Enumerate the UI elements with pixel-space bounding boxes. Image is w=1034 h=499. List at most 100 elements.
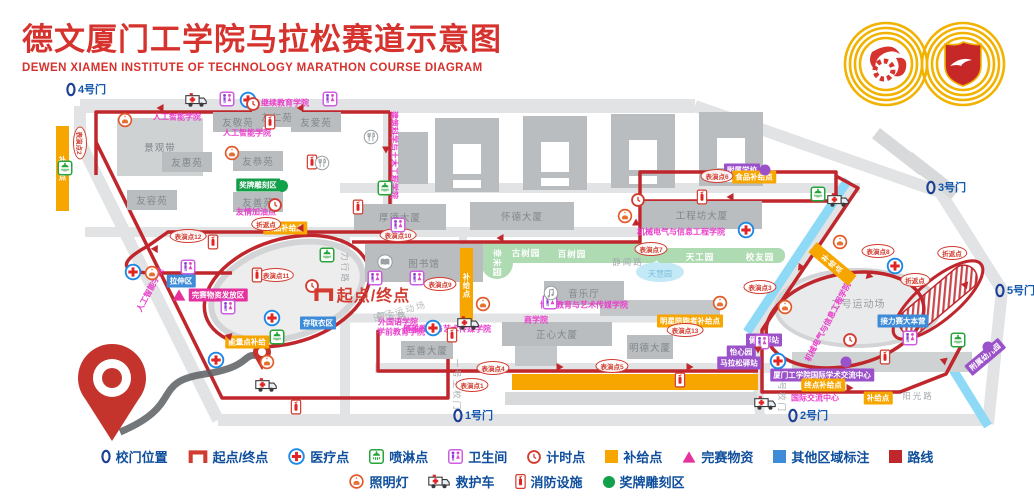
ambulance-icon <box>754 396 776 411</box>
lamp-icon <box>712 295 728 311</box>
shower-icon <box>269 329 285 345</box>
route-arrow <box>296 104 304 112</box>
building-label: 友恭苑 <box>233 151 283 171</box>
medical-icon <box>263 309 281 327</box>
fire-icon <box>352 199 364 215</box>
shower-icon <box>369 449 385 464</box>
zone-label-pink: 完赛物资发放区 <box>188 288 248 302</box>
zone-label-purple: 厦门工学院国际学术交流中心 <box>770 368 874 382</box>
course-point-oval: 折返点 <box>937 246 967 260</box>
legend-item-supply: 补给点 <box>605 447 662 466</box>
legend-item-timing: 计时点 <box>527 447 585 466</box>
zone-label-orange: 补给点 <box>863 391 893 405</box>
toilet-icon <box>180 259 196 275</box>
toilet-icon <box>390 217 406 233</box>
medical-icon <box>424 319 442 337</box>
zone-label-blue: 拉伸区 <box>166 274 196 288</box>
building-label: 至善大厦 <box>401 341 453 359</box>
course-point-oval: 表演点11 <box>257 268 295 282</box>
gate-marker: 5号门 <box>995 282 1034 298</box>
medical-icon <box>886 257 904 275</box>
route-arrow <box>754 346 762 354</box>
gate-marker: 4号门 <box>66 81 106 97</box>
legend-item-fire: 消防设施 <box>514 472 583 491</box>
park-label: 校友园 <box>745 252 775 262</box>
route-arrow <box>156 104 164 112</box>
location-pin-decoration <box>78 343 271 441</box>
road-label: 静闻路 <box>612 257 644 267</box>
fire-icon <box>306 154 318 170</box>
fire-icon <box>674 372 686 388</box>
course-point-oval: 表演点7 <box>634 242 668 256</box>
legend-item-finishtri: 完赛物资 <box>682 447 753 466</box>
school-crest-logo <box>920 21 1006 107</box>
ambulance-icon <box>255 378 277 393</box>
fire-icon <box>207 234 219 250</box>
course-point-oval: 表演点2 <box>73 126 87 160</box>
gate-marker: 1号门 <box>453 407 493 423</box>
start-finish-label: 起点/终点 <box>336 288 411 305</box>
lamp-icon <box>144 265 160 281</box>
startfinish-icon <box>188 450 208 463</box>
book-icon <box>377 254 393 270</box>
legend-item-label: 消防设施 <box>530 475 583 490</box>
toilet-icon <box>409 270 425 286</box>
page-title: 德文厦门工学院马拉松赛道示意图 <box>22 22 502 57</box>
building-label: 二号运动场 <box>830 299 886 311</box>
gate-marker: 2号门 <box>788 407 828 423</box>
ambulance-icon <box>185 93 207 108</box>
legend-item-greendot: 奖牌雕刻区 <box>602 472 685 491</box>
course-point-oval: 折返点 <box>251 217 281 231</box>
ambulance-icon <box>457 316 479 331</box>
road-label: 碧云路 <box>376 311 408 321</box>
ambulance-icon <box>827 193 849 208</box>
road-label: 阳光路 <box>902 391 934 401</box>
faculty-label: 人工智能学院 <box>223 128 271 138</box>
faculty-label: 机械电气与信息工程学院 <box>637 227 725 237</box>
building-label: 友爱苑 <box>291 112 341 132</box>
timing-icon <box>631 193 645 207</box>
lamp-icon <box>349 474 365 489</box>
legend-item-ambulance: 救护车 <box>428 472 495 491</box>
legend-item-label: 计时点 <box>546 450 586 465</box>
course-point-oval: 表演点3 <box>743 280 777 294</box>
course-point-oval: 表演点4 <box>476 361 510 375</box>
gate-label: 3号门 <box>937 182 967 194</box>
route-arrow <box>296 224 304 232</box>
building-label: 怀德大厦 <box>470 202 574 230</box>
legend-item-label: 补给点 <box>623 450 663 465</box>
legend-item-shower: 喷淋点 <box>369 447 428 466</box>
toilet-icon <box>367 270 383 286</box>
lamp-icon <box>617 208 633 224</box>
zone-label-purple: 怡心园 <box>726 345 756 359</box>
fire-icon <box>264 114 276 130</box>
fire-icon <box>696 189 708 205</box>
faculty-label: 友情加油点 <box>236 207 276 217</box>
gate-icon <box>926 180 936 195</box>
building-label: 友惠苑 <box>162 152 212 172</box>
course-point-oval: 表演点5 <box>595 359 629 373</box>
supply-bar <box>512 374 758 390</box>
lamp-icon <box>259 354 275 370</box>
fire-icon <box>879 349 891 365</box>
shower-icon <box>377 180 393 196</box>
bluesq-icon <box>773 450 787 463</box>
faculty-label: 人工智能学院 <box>153 112 201 122</box>
timing-icon <box>268 198 282 212</box>
road-label: 力行路 <box>340 252 350 284</box>
legend-item-label: 完赛物资 <box>701 450 754 465</box>
course-point-oval: 表演点12 <box>169 229 207 243</box>
course-point-oval: 表演点8 <box>861 244 895 258</box>
fire-icon <box>514 474 526 489</box>
legend: 校门位置起点/终点医疗点喷淋点卫生间计时点补给点完赛物资其他区域标注路线照明灯救… <box>0 447 1034 491</box>
course-point-oval: 表演点9 <box>423 277 457 291</box>
legend-item-label: 医疗点 <box>310 450 350 465</box>
legend-item-toilet: 卫生间 <box>448 447 507 466</box>
page-subtitle: DEWEN XIAMEN INSTITUTE OF TECHNOLOGY MAR… <box>22 62 483 74</box>
course-point-oval: 表演点1 <box>455 378 489 392</box>
purpledot-icon <box>982 341 994 353</box>
lamp-icon <box>475 296 491 312</box>
medical-icon <box>124 263 142 281</box>
legend-item-bluesq: 其他区域标注 <box>773 447 869 466</box>
